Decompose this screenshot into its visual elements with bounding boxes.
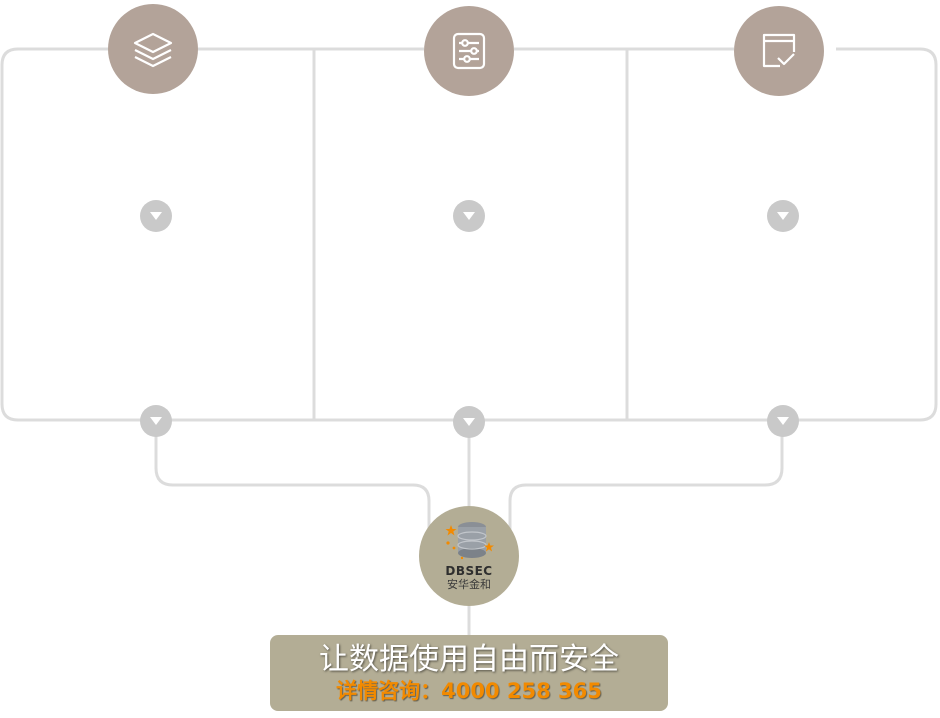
slogan-text: 让数据使用自由而安全 bbox=[319, 642, 619, 677]
settings-node bbox=[424, 6, 514, 96]
logo-subtitle: 安华金和 bbox=[447, 578, 491, 591]
chevron-down-icon bbox=[453, 406, 485, 438]
chevron-down-icon bbox=[140, 200, 172, 232]
connector-right bbox=[508, 420, 784, 530]
browser-check-node bbox=[734, 6, 824, 96]
sliders-icon bbox=[452, 32, 486, 70]
browser-check-icon bbox=[762, 33, 796, 68]
panel-frame bbox=[0, 47, 938, 422]
chevron-down-icon bbox=[140, 405, 172, 437]
logo-name: DBSEC bbox=[445, 564, 493, 578]
chevron-down-icon bbox=[767, 200, 799, 232]
layers-node bbox=[108, 4, 198, 94]
database-stars-icon bbox=[445, 522, 494, 560]
chevron-down-icon bbox=[767, 405, 799, 437]
chevron-down-icon bbox=[453, 200, 485, 232]
contact-text: 详情咨询：4000 258 365 bbox=[336, 679, 602, 703]
layers-icon bbox=[133, 32, 173, 68]
slogan-banner: 让数据使用自由而安全 详情咨询：4000 258 365 bbox=[270, 635, 668, 711]
connector-left bbox=[154, 420, 431, 530]
dbsec-logo: DBSEC 安华金和 bbox=[419, 506, 519, 606]
